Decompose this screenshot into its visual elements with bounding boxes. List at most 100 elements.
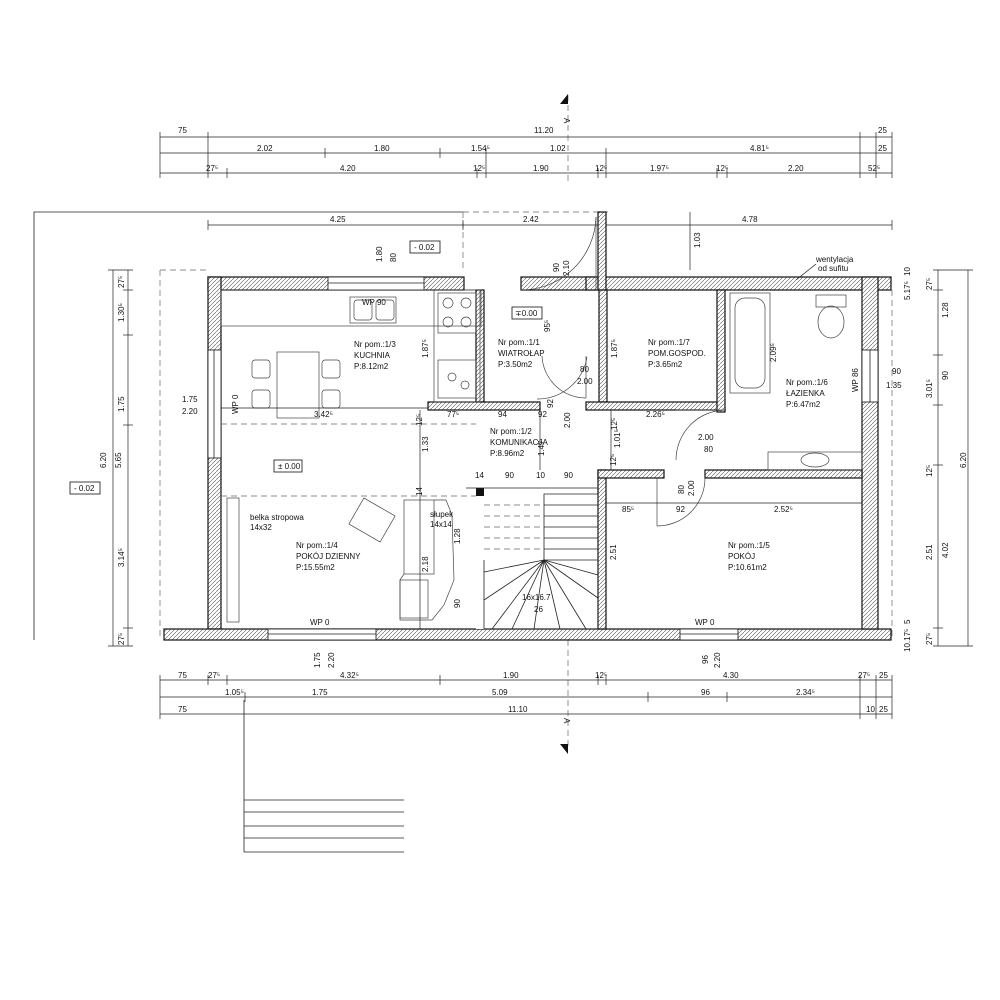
window-bottom-left (267, 628, 377, 641)
dims-right: 5.17⁵ 10 27⁵ 1.28 90 3.01⁵ 12⁵ 2.51 4.02… (903, 267, 973, 652)
dim-left-565: 5.65 (114, 452, 123, 468)
dim-d101: 1.01⁵ (613, 429, 622, 448)
dim-bot-509: 5.09 (492, 688, 508, 697)
dim-top-190: 1.90 (533, 164, 549, 173)
room-hallway: Nr pom.:1/2 KOMUNIKACJA P:8.96m2 (490, 427, 548, 458)
level-top: - 0.02 (414, 243, 435, 252)
dim-right-5: 5 (903, 619, 912, 624)
dim-bot-27a: 27⁵ (208, 671, 220, 680)
dim-bot-75: 75 (178, 671, 187, 680)
room-room: Nr pom.:1/5 POKÓJ P:10.61m2 (728, 541, 770, 572)
dim-d200e: 2.00 (687, 480, 696, 496)
room-nr: Nr pom.:1/6 (786, 378, 828, 387)
dim-right-90: 90 (941, 371, 950, 380)
dim-bot-12: 12⁵ (595, 671, 607, 680)
dim-right-10a: 10 (903, 267, 912, 276)
armchair (348, 497, 396, 543)
dim-right-251: 2.51 (925, 544, 934, 560)
dim-g187: 1.87⁵ (610, 339, 619, 358)
level-living: ± 0.00 (278, 462, 301, 471)
dim-top-420: 4.20 (340, 164, 356, 173)
dim-win-bottom-v: 2.20 (327, 652, 336, 668)
dim-right-1017: 10.17⁵ (903, 629, 912, 652)
wp90-label: WP 90 (362, 298, 386, 307)
dim-d200c: 2.00 (698, 433, 714, 442)
section-line: A A (560, 94, 571, 754)
dim-d220: 2.20 (182, 407, 198, 416)
room-bathroom: Nr pom.:1/6 ŁAZIENKA P:6.47m2 (786, 378, 828, 409)
bathroom-furniture (729, 292, 863, 471)
dim-d10: 10 (536, 471, 545, 480)
room-name: KUCHNIA (354, 351, 391, 360)
dim-d12a: 12⁵ (415, 414, 424, 426)
stairs-size: 16x16.7 (522, 593, 551, 602)
dim-d94: 94 (498, 410, 507, 419)
dim-bot-10: 10 (866, 705, 875, 714)
dim-d90b: 90 (505, 471, 514, 480)
beam-label-1: belka stropowa (250, 513, 304, 522)
bathtub-icon (729, 292, 771, 394)
dim-win-kitchen-v: 80 (389, 253, 398, 262)
inner-dim-lines (221, 407, 862, 629)
room-area: P:6.47m2 (786, 400, 821, 409)
boiler-icon (437, 359, 477, 399)
dim-top-1120: 11.20 (534, 126, 554, 135)
dim-d80a: 80 (580, 365, 589, 374)
windows (207, 276, 879, 641)
column-post (476, 488, 484, 496)
dim-right-402: 4.02 (941, 542, 950, 558)
dim-k187: 1.87⁵ (421, 339, 430, 358)
dim-inner-242: 2.42 (523, 215, 539, 224)
dim-win-br-h: 96 (701, 655, 710, 664)
dim-top-481: 4.81⁵ (750, 144, 769, 153)
dim-d133: 1.33 (421, 436, 430, 452)
door-room (656, 477, 706, 527)
dim-d90: 90 (552, 263, 561, 272)
dim-d92b: 92 (538, 410, 547, 419)
dim-top-27a: 27⁵ (206, 164, 218, 173)
dim-bot-175: 1.75 (312, 688, 328, 697)
dim-right-301: 3.01⁵ (925, 379, 934, 398)
window-left (207, 349, 222, 459)
dim-inner-103: 1.03 (693, 232, 702, 248)
vent-label-2: od sufitu (818, 264, 848, 273)
dim-bot-27b: 27⁵ (858, 671, 870, 680)
dims-left: 27⁵ 1.30⁵ 1.75 3.14⁵ 27⁵ 5.65 6.20 (99, 269, 133, 647)
dim-top-197: 1.97⁵ (650, 164, 669, 173)
dim-bot-25: 25 (879, 671, 888, 680)
dim-top-12b: 12⁵ (595, 164, 607, 173)
room-vestibule: Nr pom.:1/1 WIATROŁAP P:3.50m2 (498, 338, 545, 369)
room-nr: Nr pom.:1/5 (728, 541, 770, 550)
sink-icon (349, 296, 397, 324)
dim-bot-25c: 25 (879, 705, 888, 714)
dim-d175: 1.75 (182, 395, 198, 404)
dim-d90d: 90 (453, 599, 462, 608)
dim-bot-430: 4.30 (723, 671, 739, 680)
dim-top-12a: 12⁵ (473, 164, 485, 173)
dim-top-154: 1.54⁵ (471, 144, 490, 153)
dim-top-75: 75 (178, 126, 187, 135)
washbasin-icon (767, 451, 863, 471)
room-name: WIATROŁAP (498, 349, 545, 358)
dim-d252: 2.52⁵ (774, 505, 793, 514)
dim-bot-234: 2.34⁵ (796, 688, 815, 697)
room-nr: Nr pom.:1/3 (354, 340, 396, 349)
room-utility: Nr pom.:1/7 POM.GOSPOD. P:3.65m2 (648, 338, 706, 369)
dim-d92a: 92 (546, 399, 555, 408)
dim-inner-478: 4.78 (742, 215, 758, 224)
section-arrow-bottom-icon (560, 744, 568, 754)
vent-label-1: wentylacja (815, 255, 854, 264)
dim-d210: 2.10 (562, 260, 571, 276)
dim-bot-190: 1.90 (503, 671, 519, 680)
post-label-2: 14x14 (430, 520, 452, 529)
dim-left-27a: 27⁵ (117, 276, 126, 288)
dim-d12b: 12⁵ (610, 418, 619, 430)
dim-right-12: 12⁵ (925, 465, 934, 477)
wp0-left-label: WP 0 (231, 394, 240, 414)
dim-win-kitchen-h: 1.80 (375, 246, 384, 262)
dim-d14a: 14 (475, 471, 484, 480)
exterior-walls (163, 211, 892, 641)
dim-top-220: 2.20 (788, 164, 804, 173)
room-area: P:15.55m2 (296, 563, 335, 572)
